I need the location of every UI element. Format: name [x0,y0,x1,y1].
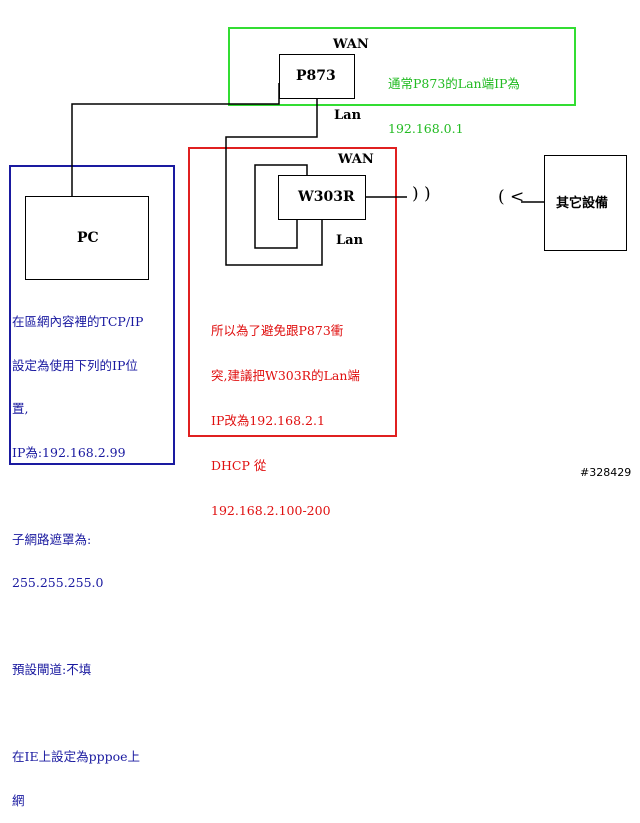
pc-note-line: IP為:192.168.2.99 [12,444,126,460]
w303r-router [278,175,366,220]
pc-device [25,196,149,280]
lan-zone [188,147,397,437]
pc-note-line: 在區網內容裡的TCP/IP [12,314,144,329]
wire-p873-to-pc [71,83,280,196]
pc-note-line: 子網路遮罩為: [12,531,92,547]
w303r-lan-label: Lan [336,233,364,248]
other-device-signal-in: ( < [498,187,525,207]
other-device [544,155,627,251]
wire-p873-to-w303r [225,99,323,266]
wire-w303r-inner-loop [254,164,308,249]
w303r-note-line: IP改為192.168.2.1 [211,413,325,428]
pc-note-line: 在IE上設定為pppoe上 [12,749,140,764]
p873-wan-label: WAN [333,37,369,52]
pc-zone [9,165,175,465]
pc-note-line: 設定為使用下列的IP位 [12,357,138,373]
other-device-name: 其它設備 [556,196,609,211]
p873-note-line: 通常P873的Lan端IP為 [388,76,520,91]
p873-router [279,54,355,99]
pc-note-line [12,620,143,635]
pc-name: PC [77,230,99,246]
w303r-signal-out: ) ) [412,184,431,204]
w303r-note-line: 突,建議把W303R的Lan端 [211,368,360,383]
pc-note-line: 置, [12,401,29,416]
w303r-note-line: 所以為了避免跟P873衝 [211,323,344,338]
w303r-note: 所以為了避免跟P873衝 突,建議把W303R的Lan端 IP改為192.168… [211,293,360,533]
pc-note: 在區網內容裡的TCP/IP 設定為使用下列的IP位 置, IP為:192.168… [12,286,143,823]
w303r-wan-label: WAN [338,152,374,167]
p873-note: 通常P873的Lan端IP為 192.168.0.1 [388,46,520,151]
pc-note-line: 預設閘道:不填 [12,662,92,677]
pc-note-line [12,707,143,722]
pc-note-line: 255.255.255.0 [12,575,104,590]
p873-note-line: 192.168.0.1 [388,121,464,136]
w303r-note-line: DHCP 從 [211,458,267,473]
p873-name: P873 [296,68,336,84]
w303r-note-line: 192.168.2.100-200 [211,503,331,518]
watermark: #328429 [580,466,632,479]
w303r-name: W303R [298,189,355,205]
pc-note-line: 網 [12,792,25,808]
p873-lan-label: Lan [334,108,362,123]
pc-note-line [12,489,143,504]
wan-zone [228,27,576,106]
